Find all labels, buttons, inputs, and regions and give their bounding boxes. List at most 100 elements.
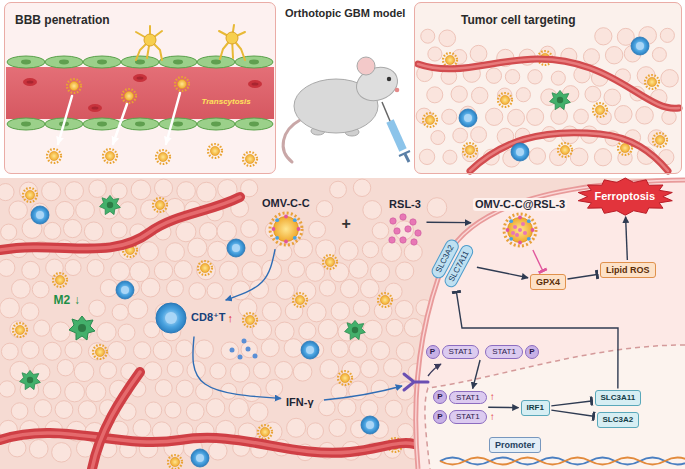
- drug-particles: [400, 236, 406, 242]
- tissue-cell: [65, 382, 85, 402]
- tissue-cell: [288, 261, 304, 277]
- tissue-cell: [134, 342, 151, 359]
- blood-vessel: [0, 433, 414, 453]
- tissue-cell: [55, 401, 73, 419]
- tissue-cell: [293, 363, 312, 382]
- t-cell: [361, 416, 379, 434]
- inhibition-line: [456, 292, 618, 388]
- astrocyte: [136, 26, 162, 60]
- nanoparticle: [53, 273, 67, 287]
- node-text: STAT1: [485, 345, 523, 359]
- tissue-cell: [34, 320, 50, 336]
- loaded-vesicle-icon: [504, 214, 536, 246]
- gene-box: SLC3A11: [595, 390, 642, 406]
- connectors: [193, 217, 627, 417]
- nanoparticle: [243, 152, 257, 166]
- nanoparticle: [198, 261, 212, 275]
- nanoparticle: [258, 425, 272, 439]
- loaded-vesicle-icon: [501, 211, 539, 249]
- loaded-vesicle-icon: [506, 228, 510, 232]
- cytokine-dot: [238, 355, 243, 360]
- tissue-cell: [471, 127, 487, 143]
- nanoparticle: [645, 75, 659, 89]
- drug-particles: [385, 211, 425, 247]
- endothelial-nucleus: [59, 60, 69, 65]
- tissue-cell: [363, 201, 382, 220]
- cytokine-dot: [246, 347, 251, 352]
- change-arrow: ↑: [490, 392, 495, 402]
- tissue-cell: [165, 402, 181, 418]
- tissue-cell: [384, 359, 402, 377]
- tissue-cell: [10, 321, 27, 338]
- macrophage: [100, 195, 121, 214]
- tissue-cell: [166, 243, 185, 262]
- tissue-cell: [319, 399, 335, 415]
- connector-arrow: [477, 267, 528, 278]
- endothelial-cell: [159, 118, 197, 130]
- plus-sign: +: [342, 215, 351, 233]
- node-text: SLC3A11: [601, 393, 636, 403]
- drug: RSL-3: [385, 198, 425, 247]
- vesicle: OMV-C-C: [262, 197, 310, 248]
- node-text: OMV-C-C: [262, 197, 310, 210]
- endothelial-nucleus: [173, 60, 183, 65]
- red-blood-cell: [23, 78, 37, 86]
- tissue-cell: [320, 360, 339, 379]
- nanoparticle: [156, 150, 170, 164]
- model-label: Orthotopic GBM model: [285, 7, 405, 19]
- tissue-cell: [661, 70, 679, 88]
- tissue-cell: [174, 261, 192, 279]
- tissue-cell: [605, 46, 622, 63]
- tissue-cell: [251, 240, 267, 256]
- loaded-vesicle-icon: [531, 228, 535, 232]
- tissue-cell: [636, 107, 653, 124]
- node-text: STAT1: [449, 391, 487, 405]
- tissue-cell: [505, 70, 519, 84]
- tissue-cell: [52, 443, 72, 463]
- nanoparticle: [153, 198, 167, 212]
- loaded-vesicle: OMV-C-C@RSL-3: [473, 198, 567, 249]
- endothelial-cell: [121, 56, 159, 68]
- cytokine-dot: [230, 348, 235, 353]
- tissue-cell: [249, 403, 268, 422]
- tissue-cell: [42, 182, 61, 201]
- tissue-cell: [143, 362, 161, 380]
- vesicle-icon: [275, 218, 279, 222]
- t-cell: [31, 206, 379, 467]
- tissue-cell: [329, 419, 346, 436]
- tissue-cell: [360, 400, 377, 417]
- tissue-cell: [208, 241, 228, 261]
- tissue-cell: [131, 180, 151, 200]
- tissue-cell: [1, 224, 17, 240]
- tumor-illustration: [418, 59, 679, 108]
- transcytosis-arrow: [166, 93, 180, 144]
- tissue-cell: [516, 88, 530, 102]
- tissue-cell: [87, 259, 104, 276]
- tissue-cell: [57, 359, 73, 375]
- cytokine-dot: [242, 339, 247, 344]
- loaded-vesicle-icon: [509, 219, 513, 223]
- phospho-mark: P: [433, 390, 447, 404]
- nanoparticle: [498, 93, 512, 107]
- nanoparticle: [103, 149, 117, 163]
- tissue-cell: [84, 222, 103, 241]
- vesicle-icon: [275, 236, 279, 240]
- tissue-cell: [370, 262, 389, 281]
- tissue-cell: [551, 108, 568, 125]
- tumor-cell: [425, 345, 685, 469]
- tissue-cell: [196, 383, 213, 400]
- t-cell: [301, 341, 319, 359]
- endothelial-cell: [83, 56, 121, 68]
- tumor-illustration: [418, 59, 679, 108]
- drug-particles: [400, 213, 406, 219]
- phospho-mark: P: [433, 410, 447, 424]
- astrocyte: [144, 34, 156, 46]
- tissue-cell: [188, 238, 207, 257]
- tissue-cell: [78, 401, 96, 419]
- t-cell: [116, 281, 134, 299]
- vesicle-icon: [267, 210, 305, 248]
- nanoparticle: [443, 53, 457, 67]
